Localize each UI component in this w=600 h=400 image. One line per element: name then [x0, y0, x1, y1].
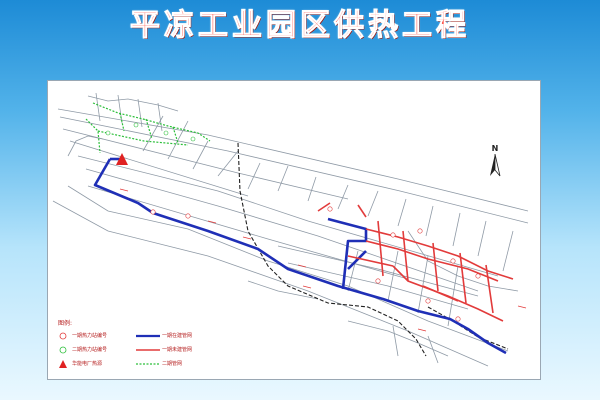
north-arrow-icon [490, 154, 501, 177]
map-frame: N [47, 80, 541, 380]
legend-label: 华能电厂热源 [72, 361, 103, 367]
legend-item-phase1-station: 一期热力站编号 [58, 332, 128, 342]
phase1-station-icon [59, 332, 67, 340]
legend-item-phase2-network: 二期管网 [136, 360, 206, 370]
legend-label: 一期在建管网 [162, 333, 193, 339]
legend-item-heat-source: 华能电厂热源 [58, 360, 128, 370]
pipe-annotations [119, 188, 527, 332]
phase2-network [85, 102, 211, 154]
blue-line-icon [136, 334, 160, 338]
legend-item-phase1-built: 一期在建管网 [136, 332, 206, 342]
green-dashed-line-icon [136, 363, 160, 365]
north-label: N [491, 144, 499, 153]
red-line-icon [136, 349, 160, 351]
legend-item-phase2-station: 二期热力站编号 [58, 346, 128, 356]
road-network [52, 92, 529, 367]
phase2-station-icon [59, 346, 67, 354]
title-bar: 平凉工业园区供热工程 [0, 0, 600, 62]
legend: 图例: 一期热力站编号 二期热力站编号 华能电厂热源 一期在建管网 一期未建管网 [58, 318, 208, 374]
legend-label: 二期管网 [162, 361, 183, 367]
legend-label: 二期热力站编号 [72, 347, 108, 353]
legend-item-phase1-unbuilt: 一期未建管网 [136, 346, 206, 356]
legend-label: 一期热力站编号 [72, 333, 108, 339]
phase2-stations [105, 122, 196, 142]
phase1-stations [150, 206, 481, 322]
map-canvas [52, 92, 529, 367]
heat-source-marker [116, 153, 128, 165]
north-arrow: N [486, 144, 504, 178]
railway [237, 142, 509, 357]
legend-title: 图例: [58, 320, 73, 327]
legend-label: 一期未建管网 [162, 347, 193, 353]
page-title: 平凉工业园区供热工程 [130, 8, 470, 44]
heat-source-icon [59, 360, 67, 368]
